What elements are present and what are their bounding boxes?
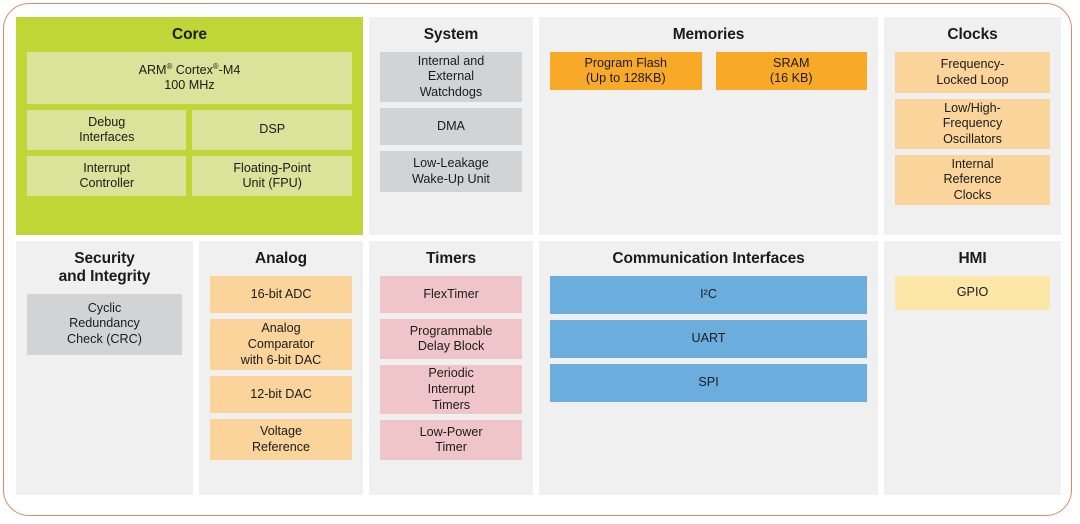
block-low-power-timer[interactable]: Low-Power Timer (380, 420, 523, 461)
panel-title-clocks: Clocks (947, 26, 998, 43)
block-i2c[interactable]: I²C (550, 276, 868, 315)
block-periodic-interrupt-timers[interactable]: Periodic Interrupt Timers (380, 365, 523, 415)
communication-chip-stack: I²C UART SPI (550, 276, 868, 403)
block-spi[interactable]: SPI (550, 364, 868, 403)
block-interrupt-controller[interactable]: Interrupt Controller (27, 156, 187, 197)
block-voltage-reference[interactable]: Voltage Reference (209, 419, 353, 461)
panel-title-memories: Memories (672, 26, 745, 43)
block-low-leakage-wakeup-unit[interactable]: Low-Leakage Wake-Up Unit (379, 151, 523, 193)
panel-clocks: Clocks Frequency- Locked Loop Low/High- … (883, 17, 1061, 235)
panel-security-and-integrity: Security and Integrity Cyclic Redundancy… (16, 241, 193, 495)
panel-title-analog: Analog (255, 250, 307, 267)
memories-chip-row: Program Flash (Up to 128KB) SRAM (16 KB) (550, 52, 867, 91)
timers-chip-stack: FlexTimer Programmable Delay Block Perio… (380, 276, 523, 461)
block-dsp[interactable]: DSP (192, 110, 352, 151)
panel-memories: Memories Program Flash (Up to 128KB) SRA… (539, 17, 878, 235)
block-programmable-delay-block[interactable]: Programmable Delay Block (380, 319, 523, 360)
panel-communication-interfaces: Communication Interfaces I²C UART SPI (539, 241, 879, 495)
block-debug-interfaces[interactable]: Debug Interfaces (27, 110, 187, 151)
panel-hmi: HMI GPIO (884, 241, 1061, 495)
hmi-chip-stack: GPIO (895, 276, 1050, 311)
panel-title-security-and-integrity: Security and Integrity (58, 250, 151, 286)
block-low-high-frequency-oscillators[interactable]: Low/High- Frequency Oscillators (894, 99, 1050, 150)
block-flextimer[interactable]: FlexTimer (380, 276, 523, 314)
block-sram[interactable]: SRAM (16 KB) (715, 52, 867, 91)
diagram-row-bottom: Security and Integrity Cyclic Redundancy… (16, 241, 1061, 495)
block-dma[interactable]: DMA (379, 108, 523, 146)
core-chip-row-2: Interrupt Controller Floating-Point Unit… (27, 156, 352, 197)
block-floating-point-unit[interactable]: Floating-Point Unit (FPU) (192, 156, 352, 197)
core-chip-row-1: Debug Interfaces DSP (27, 110, 352, 151)
system-chip-stack: Internal and External Watchdogs DMA Low-… (379, 52, 523, 193)
block-program-flash[interactable]: Program Flash (Up to 128KB) (550, 52, 702, 91)
block-analog-comparator[interactable]: Analog Comparator with 6-bit DAC (209, 319, 353, 371)
panel-analog: Analog 16-bit ADC Analog Comparator with… (198, 241, 364, 495)
panel-title-communication-interfaces: Communication Interfaces (612, 250, 805, 267)
panel-system: System Internal and External Watchdogs D… (368, 17, 534, 235)
panel-title-timers: Timers (426, 250, 477, 267)
block-internal-reference-clocks[interactable]: Internal Reference Clocks (894, 155, 1050, 206)
panel-title-hmi: HMI (958, 250, 987, 267)
panel-timers: Timers FlexTimer Programmable Delay Bloc… (369, 241, 534, 495)
block-uart[interactable]: UART (550, 320, 868, 359)
block-watchdogs[interactable]: Internal and External Watchdogs (379, 52, 523, 103)
clocks-chip-stack: Frequency- Locked Loop Low/High- Frequen… (894, 52, 1050, 206)
analog-chip-stack: 16-bit ADC Analog Comparator with 6-bit … (209, 276, 353, 461)
block-cyclic-redundancy-check[interactable]: Cyclic Redundancy Check (CRC) (27, 293, 182, 355)
block-16-bit-adc[interactable]: 16-bit ADC (209, 276, 353, 314)
block-frequency-locked-loop[interactable]: Frequency- Locked Loop (894, 52, 1050, 94)
security-chip-stack: Cyclic Redundancy Check (CRC) (27, 293, 182, 355)
block-gpio[interactable]: GPIO (895, 276, 1050, 311)
panel-title-core: Core (172, 26, 207, 43)
block-12-bit-dac[interactable]: 12-bit DAC (209, 376, 353, 414)
panel-title-system: System (423, 26, 479, 43)
